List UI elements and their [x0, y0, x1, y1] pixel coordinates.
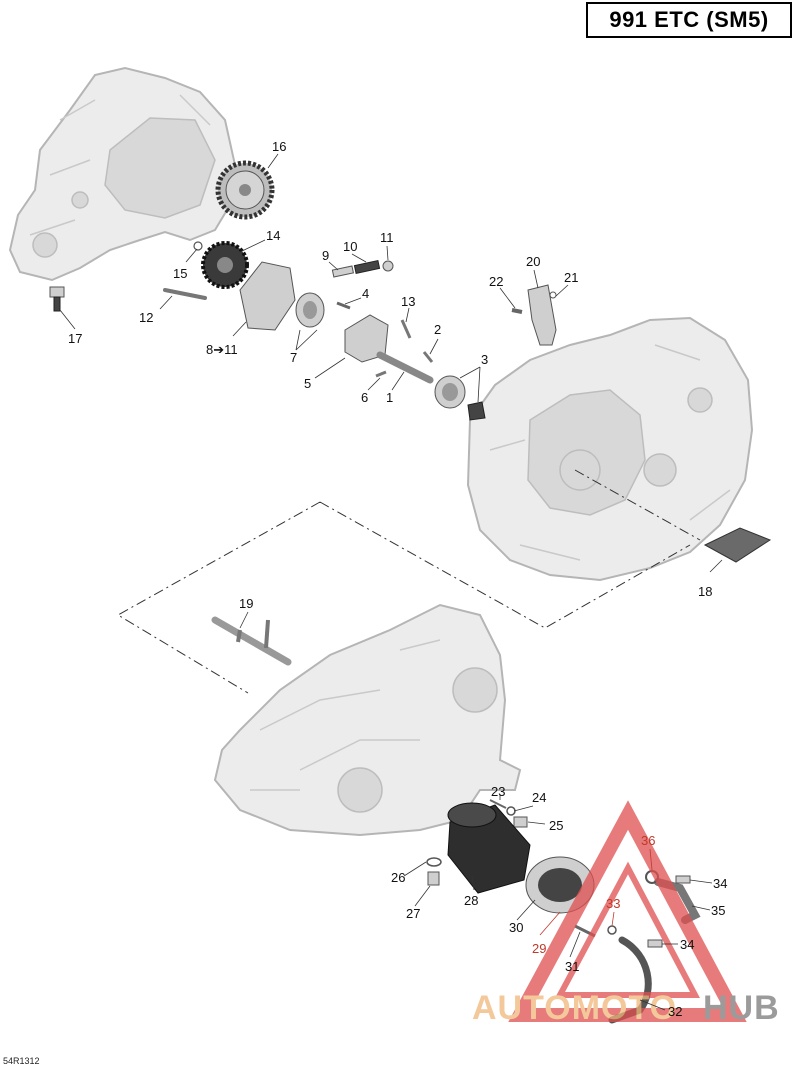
callout-26: 26: [391, 870, 405, 885]
callout-3: 3: [481, 352, 488, 367]
callout-9: 9: [322, 248, 329, 263]
callout-30: 30: [509, 920, 523, 935]
ring-33: [607, 925, 617, 935]
callout-5: 5: [304, 376, 311, 391]
crankcase-cover-upper-left: [8, 66, 237, 282]
pin-4: [336, 301, 351, 310]
callout-24: 24: [532, 790, 546, 805]
rotor-3: [434, 375, 486, 421]
callout-8-11: 8➔11: [206, 342, 238, 357]
ring-15: [193, 241, 203, 251]
pin-13: [400, 319, 412, 339]
crankcase-lower: [213, 603, 522, 837]
screen-18: [703, 527, 772, 563]
callout-12: 12: [139, 310, 153, 325]
pin-23: [489, 799, 507, 809]
callout-23: 23: [491, 784, 505, 799]
rotor-7: [295, 292, 325, 328]
spring-9: [331, 265, 354, 278]
plug-11: [382, 260, 394, 272]
pump-housing-8: [239, 261, 296, 331]
callout-1: 1: [386, 390, 393, 405]
callout-14: 14: [266, 228, 280, 243]
callout-7: 7: [290, 350, 297, 365]
plug-25: [513, 816, 528, 828]
callout-21: 21: [564, 270, 578, 285]
callout-17: 17: [68, 331, 82, 346]
callout-35: 35: [711, 903, 725, 918]
shaft-19: [211, 616, 292, 666]
watermark-text-right: HUB: [703, 989, 780, 1027]
callout-32: 32: [668, 1004, 682, 1019]
callout-18: 18: [698, 584, 712, 599]
spring-10: [353, 259, 381, 275]
gear-14: [201, 241, 249, 289]
callout-10: 10: [343, 239, 357, 254]
callout-4: 4: [362, 286, 369, 301]
callout-27: 27: [406, 906, 420, 921]
callout-6: 6: [361, 390, 368, 405]
callout-16: 16: [272, 139, 286, 154]
bolt-34a: [675, 875, 691, 884]
callout-2: 2: [434, 322, 441, 337]
callout-34-lower: 34: [680, 937, 694, 952]
plug-27: [427, 871, 440, 886]
callout-36: 36: [641, 833, 655, 848]
watermark-text-left: AUTOMOTO: [472, 989, 677, 1027]
ring-26: [426, 857, 442, 867]
bracket-20: [527, 284, 557, 346]
callout-22: 22: [489, 274, 503, 289]
callout-33: 33: [606, 896, 620, 911]
watermark-logo: AUTOMOTO HUB: [472, 800, 780, 1027]
ring-21: [549, 291, 557, 299]
sensor-17: [49, 286, 65, 312]
pin-6: [375, 370, 387, 378]
callout-13: 13: [401, 294, 415, 309]
ring-24: [506, 806, 516, 816]
callout-34-upper: 34: [713, 876, 727, 891]
callout-28: 28: [464, 893, 478, 908]
leader-lines: [59, 153, 723, 1011]
alignment-line: [117, 501, 691, 694]
gear-16: [215, 160, 275, 220]
callout-15: 15: [173, 266, 187, 281]
callout-20: 20: [526, 254, 540, 269]
crankcase-right: [466, 316, 754, 582]
shaft-1: [376, 351, 434, 384]
oil-filter-28: [447, 802, 531, 894]
pin-2: [422, 351, 434, 363]
callout-11: 11: [380, 230, 394, 245]
bolt-22: [511, 308, 523, 314]
bolt-34b: [647, 939, 663, 948]
callout-25: 25: [549, 818, 563, 833]
reference-code: 54R1312: [3, 1056, 40, 1066]
model-title: 991 ETC (SM5): [609, 7, 769, 32]
callout-29: 29: [532, 941, 546, 956]
callout-31: 31: [565, 959, 579, 974]
model-title-box: 991 ETC (SM5): [586, 2, 792, 38]
bolt-12: [163, 288, 207, 300]
callout-19: 19: [239, 596, 253, 611]
callout-labels: 16 14 15 12 17 8➔11 7 5 9 10 11 4 13 2 3…: [68, 139, 727, 1019]
alignment-line-2: [574, 469, 701, 541]
